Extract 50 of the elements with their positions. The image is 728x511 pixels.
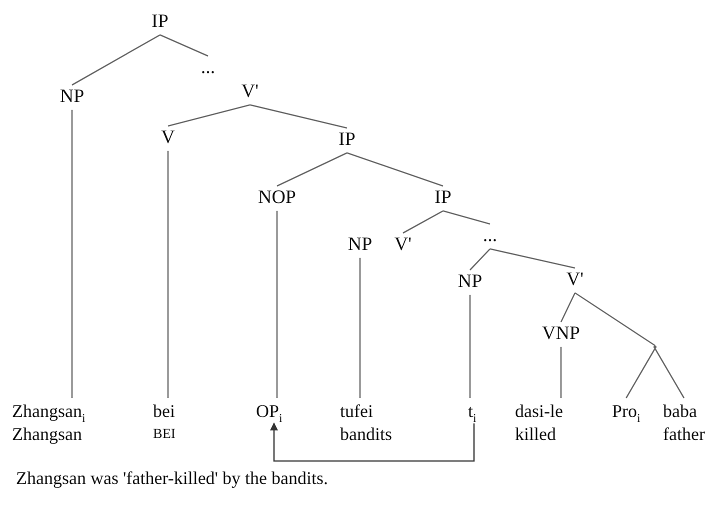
- tree-branch: [574, 292, 656, 346]
- tree-branch: [560, 346, 562, 398]
- gloss: Zhangsan: [12, 423, 82, 446]
- gloss: BEI: [153, 426, 176, 444]
- word: tufei: [340, 400, 373, 423]
- tree-branch: [402, 210, 444, 234]
- tree-branch: [72, 34, 160, 86]
- tree-branch: [346, 152, 444, 187]
- category-label: ...: [198, 56, 218, 81]
- branch-point: [654, 346, 656, 348]
- word: Zhangsan$_{i}$: [12, 400, 86, 424]
- tree-branch: [442, 210, 490, 225]
- tree-branch: [470, 248, 490, 270]
- category-label: VNP: [540, 322, 582, 347]
- word: OP$_{i}$: [256, 400, 282, 424]
- word: t$_{i}$: [468, 400, 476, 424]
- tree-branch: [71, 110, 73, 398]
- category-label: NP: [346, 233, 374, 258]
- tree-branch: [626, 348, 656, 398]
- category-label: V: [159, 126, 177, 151]
- tree-branch: [276, 210, 278, 398]
- tree-branch: [560, 292, 576, 322]
- category-label: NP: [456, 270, 484, 295]
- category-label: V': [564, 268, 586, 293]
- word: baba: [663, 400, 697, 423]
- tree-branch: [276, 152, 348, 187]
- gloss: killed: [515, 423, 556, 446]
- tree-branch: [490, 248, 576, 269]
- tree-branch: [654, 348, 685, 398]
- category-label: IP: [432, 186, 454, 211]
- tree-branch: [167, 150, 169, 398]
- word: bei: [153, 400, 175, 423]
- word: Pro$_{i}$: [612, 400, 640, 424]
- tree-branch: [359, 258, 361, 398]
- category-label: V': [392, 233, 414, 258]
- category-label: V': [239, 80, 261, 105]
- category-label: NP: [58, 85, 86, 110]
- word: dasi-le: [515, 400, 563, 423]
- category-label: ...: [480, 224, 500, 249]
- caption: Zhangsan was 'father-killed' by the bandits.: [16, 468, 328, 489]
- tree-branch: [168, 104, 250, 127]
- movement-arrow: [270, 422, 475, 462]
- category-label: NOP: [256, 186, 298, 211]
- tree-branch: [250, 104, 348, 129]
- tree-branch: [160, 34, 208, 57]
- tree-branch: [469, 294, 471, 398]
- gloss: father: [663, 423, 705, 446]
- category-label: IP: [150, 10, 170, 35]
- gloss: bandits: [340, 423, 392, 446]
- category-label: IP: [336, 128, 358, 153]
